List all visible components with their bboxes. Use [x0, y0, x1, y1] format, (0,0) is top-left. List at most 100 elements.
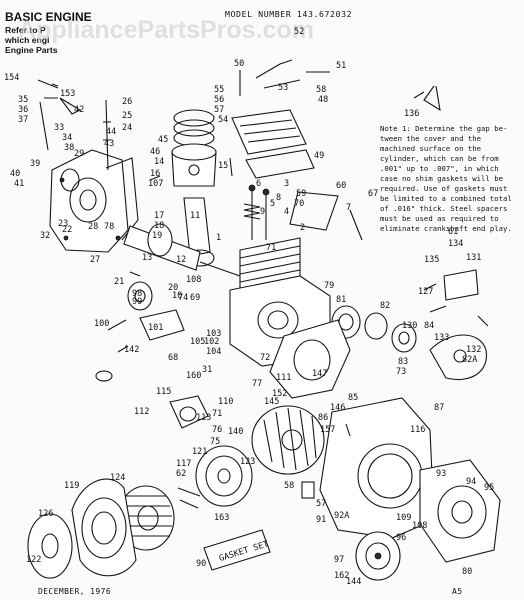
part-callout-91: 91 [316, 515, 326, 525]
note-block: Note 1: Determine the gap be- tween the … [380, 124, 512, 233]
part-callout-35: 35 [18, 95, 28, 105]
part-callout-43: 43 [104, 139, 114, 149]
part-callout-104: 104 [206, 347, 221, 357]
part-callout-68: 68 [168, 353, 178, 363]
note-line: of .016" thick. Steel spacers [380, 204, 507, 213]
part-callout-54: 54 [218, 115, 228, 125]
subtitle-line-3: Engine Parts [5, 45, 58, 55]
part-callout-69: 69 [190, 293, 200, 303]
part-callout-44: 44 [106, 127, 116, 137]
part-callout-78: 78 [104, 222, 114, 232]
note-line: cylinder, which can be from [380, 154, 499, 163]
part-callout-62: 62 [176, 469, 186, 479]
part-callout-108: 108 [186, 275, 201, 285]
part-callout-22: 22 [62, 225, 72, 235]
part-callout-79: 79 [324, 281, 334, 291]
gasket-set-box: GASKET SET [203, 529, 271, 571]
part-callout-87: 87 [434, 403, 444, 413]
part-callout-152: 152 [272, 389, 287, 399]
part-callout-132: 132 [466, 345, 481, 355]
part-callout-112: 112 [134, 407, 149, 417]
part-callout-109: 109 [396, 513, 411, 523]
part-callout-60: 60 [336, 181, 346, 191]
part-callout-126: 126 [38, 509, 53, 519]
part-callout-46: 46 [150, 147, 160, 157]
subtitle-line-1: Refer to P [5, 25, 46, 35]
part-callout-98: 98 [132, 289, 142, 299]
note-line: tween the cover and the [380, 134, 481, 143]
part-callout-134: 134 [448, 239, 463, 249]
note-line: must be used as required to [380, 214, 499, 223]
part-callout-99: 99 [132, 297, 142, 307]
part-callout-90: 90 [196, 559, 206, 569]
part-callout-5: 5 [270, 199, 275, 209]
part-callout-10: 10 [172, 291, 182, 301]
subtitle-line-2: which engi [4, 35, 49, 45]
part-callout-51: 51 [336, 61, 346, 71]
part-callout-28: 28 [88, 222, 98, 232]
note-line: be limited to a combined total [380, 194, 512, 203]
part-callout-77: 77 [252, 379, 262, 389]
footer-code: A5 [452, 587, 462, 596]
part-callout-6: 6 [256, 179, 261, 189]
part-callout-84: 84 [424, 321, 434, 331]
part-callout-107: 107 [148, 179, 163, 189]
part-callout-45: 45 [158, 135, 168, 145]
part-callout-75: 75 [210, 437, 220, 447]
part-callout-13: 13 [142, 253, 152, 263]
part-callout-131: 131 [466, 253, 481, 263]
part-callout-93: 93 [436, 469, 446, 479]
part-callout-15: 15 [218, 161, 228, 171]
part-callout-24: 24 [122, 123, 132, 133]
part-callout-124: 124 [110, 473, 125, 483]
part-callout-59: 59 [296, 189, 306, 199]
part-callout-146: 146 [330, 403, 345, 413]
part-callout-12: 12 [176, 255, 186, 265]
part-callout-25: 25 [122, 111, 132, 121]
part-callout-39: 39 [30, 159, 40, 169]
part-callout-31: 31 [202, 365, 212, 375]
part-callout-58: 58 [316, 85, 326, 95]
part-callout-85: 85 [348, 393, 358, 403]
part-callout-56: 56 [214, 95, 224, 105]
part-callout-103: 103 [206, 329, 221, 339]
part-callout-57: 57 [214, 105, 224, 115]
part-callout-133: 133 [434, 333, 449, 343]
part-callout-21: 21 [114, 277, 124, 287]
part-callout-18: 18 [154, 221, 164, 231]
part-callout-117: 117 [176, 459, 191, 469]
part-callout-95: 95 [484, 483, 494, 493]
part-callout-111: 111 [276, 373, 291, 383]
part-callout-110: 110 [218, 397, 233, 407]
part-callout-11: 11 [190, 211, 200, 221]
part-callout-154: 154 [4, 73, 19, 83]
part-callout-17: 17 [154, 211, 164, 221]
part-callout-49: 49 [314, 151, 324, 161]
note-line: .001" up to .007", in which [380, 164, 499, 173]
part-callout-127: 127 [418, 287, 433, 297]
note-line: case no shim gaskets will be [380, 174, 503, 183]
footer-date: DECEMBER, 1976 [38, 587, 111, 596]
part-callout-122: 122 [26, 555, 41, 565]
part-callout-115: 115 [156, 387, 171, 397]
part-drawings [27, 59, 501, 581]
part-callout-67: 67 [368, 189, 378, 199]
part-callout-96: 96 [396, 533, 406, 543]
part-callout-82: 82 [380, 301, 390, 311]
part-callout-34: 34 [62, 133, 72, 143]
part-callout-92a: 92A [334, 511, 349, 521]
part-callout-94: 94 [466, 477, 476, 487]
part-callout-82a: 82A [462, 355, 477, 365]
note-line: eliminate crankshaft end play. [380, 224, 512, 233]
part-callout-42: 42 [74, 105, 84, 115]
part-callout-57: 57 [316, 499, 326, 509]
watermark: AppliancePartsPros.com [18, 16, 314, 44]
part-callout-76: 76 [212, 425, 222, 435]
part-callout-29: 29 [74, 149, 84, 159]
part-callout-116: 116 [410, 425, 425, 435]
part-callout-38: 38 [64, 143, 74, 153]
part-callout-37: 37 [18, 115, 28, 125]
part-callout-1: 1 [216, 233, 221, 243]
